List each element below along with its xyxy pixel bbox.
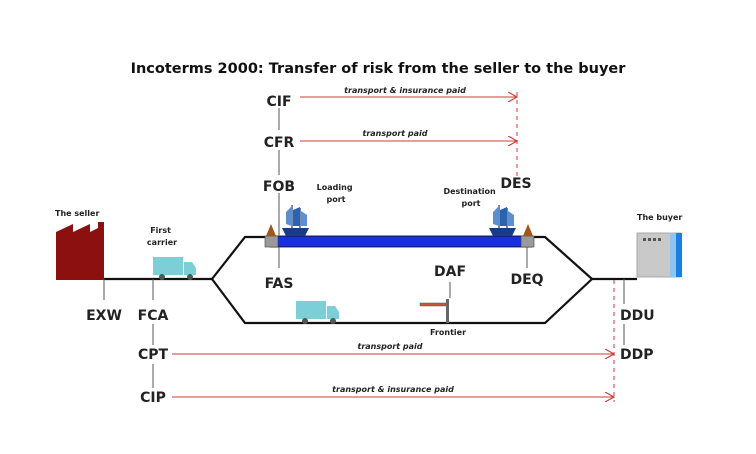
cif-arrow-label: transport & insurance paid xyxy=(344,86,466,95)
seller-factory-icon xyxy=(56,222,104,280)
cfr-arrow-label: transport paid xyxy=(363,129,428,138)
term-ddp: DDP xyxy=(620,347,654,363)
term-fca: FCA xyxy=(138,308,169,324)
term-deq: DEQ xyxy=(510,272,543,288)
cip-arrow-label: transport & insurance paid xyxy=(332,385,454,394)
term-fas: FAS xyxy=(265,276,294,292)
loading-quay xyxy=(264,235,279,248)
frontier-label: Frontier xyxy=(430,328,466,337)
term-cif: CIF xyxy=(266,94,291,110)
lower-road-truck-icon xyxy=(296,301,339,324)
buyer-building-icon xyxy=(636,232,682,278)
term-cip: CIP xyxy=(140,390,166,406)
destination-cargo-icon xyxy=(523,224,533,236)
term-ddu: DDU xyxy=(620,308,655,324)
term-fob: FOB xyxy=(263,179,295,195)
term-exw: EXW xyxy=(86,308,122,324)
first-carrier-truck-icon xyxy=(153,257,196,280)
buyer-label: The buyer xyxy=(637,213,682,222)
cpt-arrow-label: transport paid xyxy=(358,342,423,351)
seller-label: The seller xyxy=(55,209,99,218)
destination-port-label: Destination port xyxy=(443,187,498,208)
loading-port-label: Loading port xyxy=(317,183,356,204)
frontier-barrier-icon xyxy=(419,299,449,323)
loading-cargo-icon xyxy=(266,224,276,236)
term-daf: DAF xyxy=(434,264,466,280)
loading-ship-icon xyxy=(282,205,309,236)
term-des: DES xyxy=(500,176,531,192)
land-term-connectors xyxy=(103,279,154,388)
diagram-title: Incoterms 2000: Transfer of risk from th… xyxy=(131,61,627,77)
road-network xyxy=(104,235,637,325)
sea-route xyxy=(269,235,533,248)
destination-ship-icon xyxy=(489,205,516,236)
destination-quay xyxy=(520,235,535,248)
term-cpt: CPT xyxy=(138,347,169,363)
term-cfr: CFR xyxy=(264,135,295,151)
first-carrier-label: First carrier xyxy=(147,226,177,247)
